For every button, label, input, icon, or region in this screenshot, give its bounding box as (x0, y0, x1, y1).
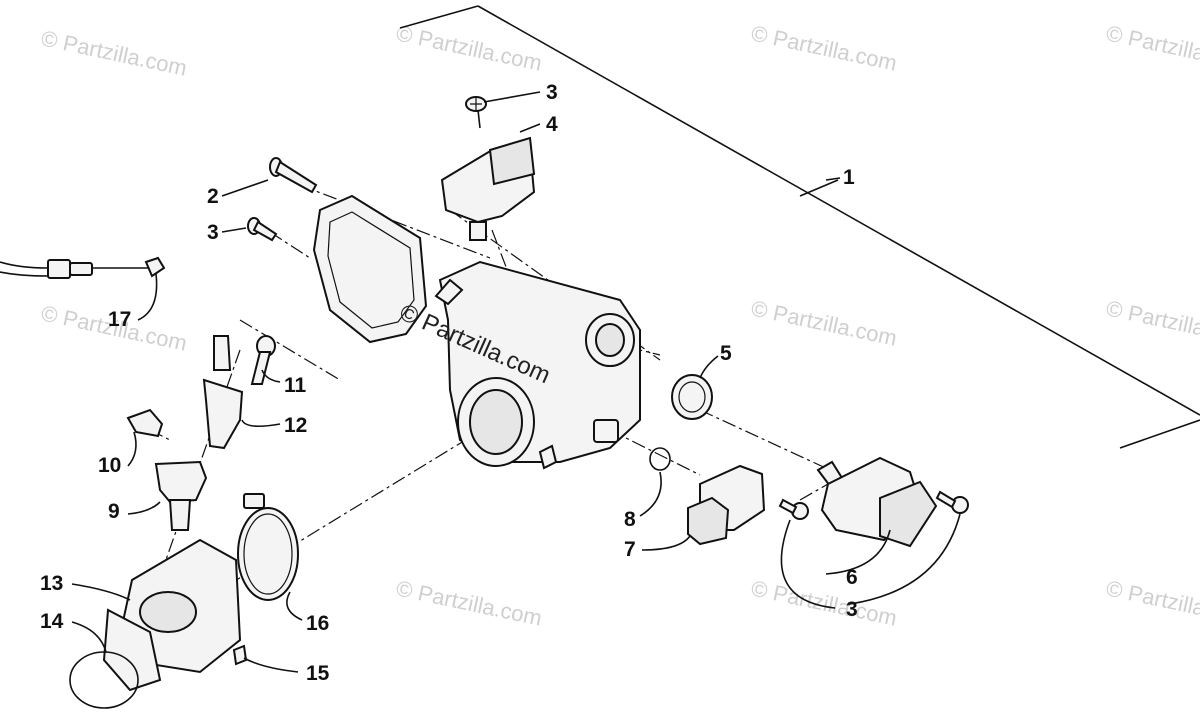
part-fuel-fitting-12 (202, 335, 244, 450)
watermark: © Partzilla.com (39, 25, 189, 80)
callout-3[interactable]: 3 (546, 81, 558, 104)
part-sensor-7 (687, 464, 766, 546)
part-idle-control-6 (816, 456, 938, 548)
callout-9[interactable]: 9 (108, 500, 120, 523)
part-injector-9 (154, 460, 208, 531)
watermark: © Partzilla.com (394, 575, 544, 630)
callout-15[interactable]: 15 (306, 662, 330, 685)
part-screw-2 (269, 157, 318, 194)
watermark: © Partzilla.com (749, 575, 899, 630)
part-sensor-4 (440, 136, 536, 241)
callout-3[interactable]: 3 (207, 221, 219, 244)
part-screw-3c (778, 498, 809, 520)
callout-2[interactable]: 2 (207, 185, 219, 208)
part-o-ring-8 (649, 447, 671, 471)
callout-3[interactable]: 3 (846, 598, 858, 621)
callout-1[interactable]: 1 (843, 166, 855, 189)
watermark: © Partzilla.com (749, 295, 899, 350)
part-throttle-body (434, 260, 641, 470)
part-screw-3b (465, 96, 487, 129)
part-o-ring-5 (671, 374, 713, 420)
assembly-bracket (399, 5, 1200, 449)
callout-16[interactable]: 16 (306, 612, 329, 635)
part-screw-3a (247, 217, 278, 242)
part-cover (312, 194, 428, 344)
watermark: © Partzilla.com (394, 20, 544, 75)
leader-lines (71, 91, 961, 673)
callout-6[interactable]: 6 (846, 566, 858, 589)
callout-5[interactable]: 5 (720, 342, 732, 365)
watermark: © Partzilla.com (1104, 295, 1200, 350)
watermark: © Partzilla.com (749, 20, 899, 75)
part-clamp-16 (237, 493, 299, 601)
callout-8[interactable]: 8 (624, 508, 636, 531)
callout-17[interactable]: 17 (108, 308, 131, 331)
watermark: © Partzilla.com (1104, 20, 1200, 75)
callout-14[interactable]: 14 (40, 610, 64, 633)
callout-12[interactable]: 12 (284, 414, 307, 437)
part-screw-3d (935, 490, 969, 514)
part-clip-10 (126, 408, 164, 438)
part-throttle-cable (0, 256, 166, 279)
part-screw-11 (250, 335, 276, 385)
watermark: © Partzilla.com (1104, 575, 1200, 630)
callout-4[interactable]: 4 (546, 113, 558, 136)
part-intake-boot-13 (102, 538, 248, 692)
part-o-ring-14 (69, 651, 139, 709)
callout-numbers: 1 2 3 3 4 5 6 7 8 3 9 10 11 12 13 14 15 … (40, 81, 858, 685)
callout-13[interactable]: 13 (40, 572, 63, 595)
callout-11[interactable]: 11 (284, 374, 307, 397)
callout-7[interactable]: 7 (624, 538, 636, 561)
callout-10[interactable]: 10 (98, 454, 121, 477)
